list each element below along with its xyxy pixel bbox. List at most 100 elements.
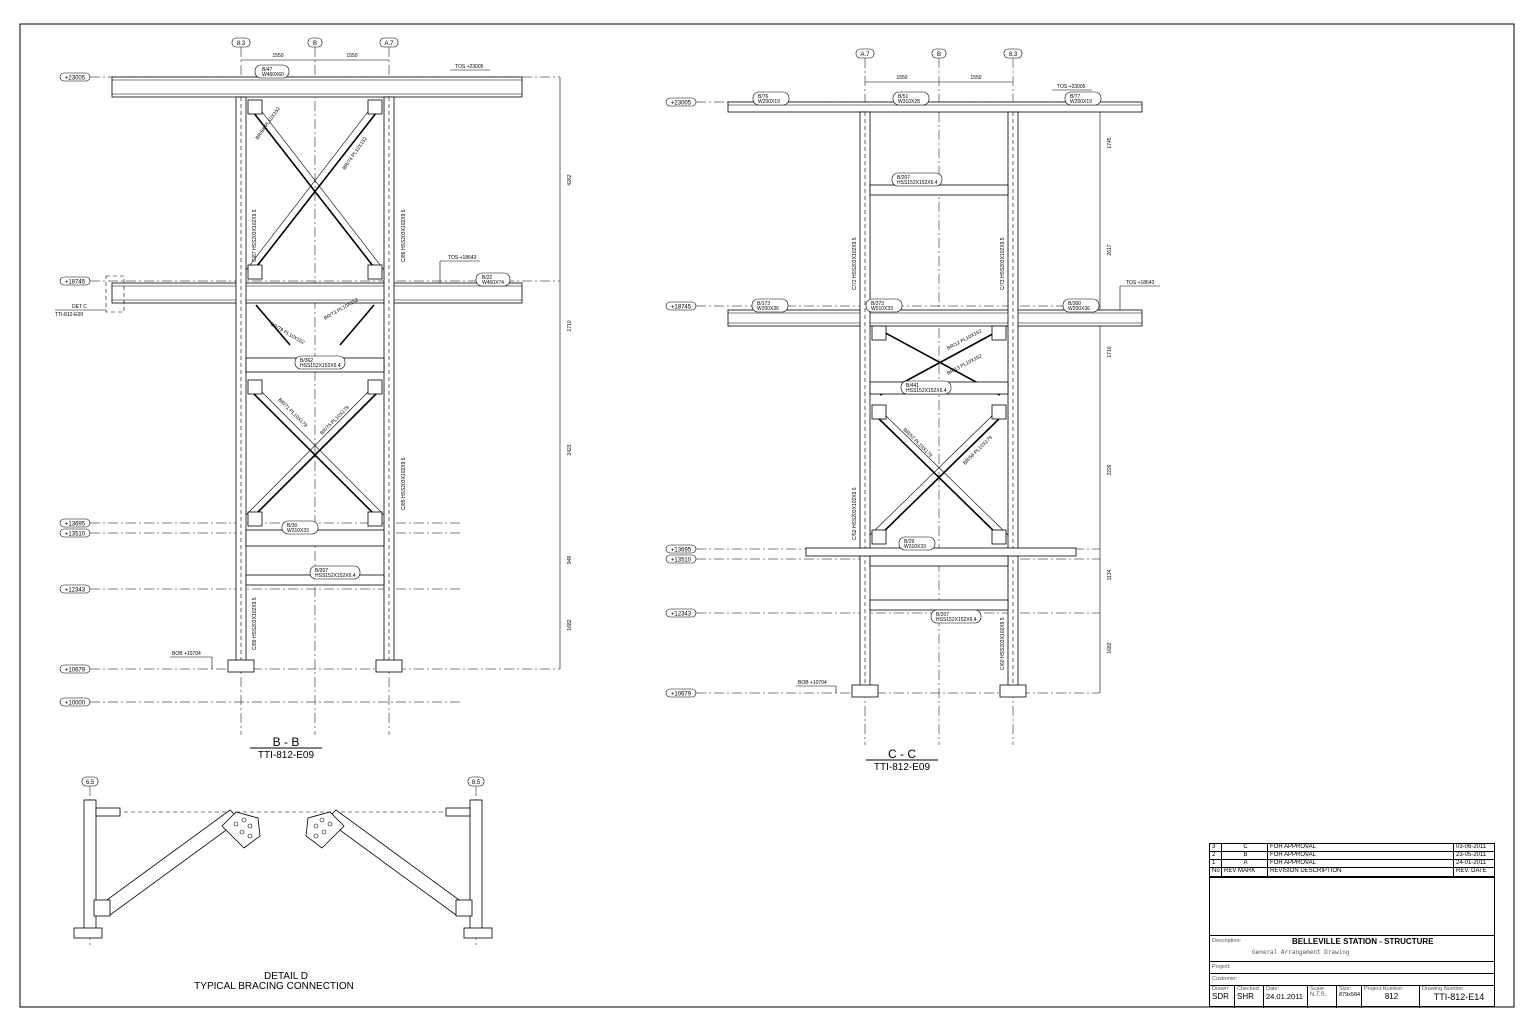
title-block: 3 C FOR APPROVAL 03-06-2011 2 B FOR APPR… xyxy=(1209,843,1496,1008)
customer-row: Customer: xyxy=(1210,974,1494,986)
bb-detail-c-box xyxy=(105,275,125,313)
cc-spacing-dim: 1550 xyxy=(896,75,907,81)
cc-column-tag: C/52 HSS203X102X9.5 xyxy=(852,487,858,540)
detail-bolts xyxy=(233,817,333,839)
cc-member-tag: B/29 W310X33 xyxy=(898,536,936,551)
revision-description: FOR APPROVAL xyxy=(1268,844,1454,851)
cc-member-tag: B/51 W310X28 xyxy=(892,91,930,106)
cc-grid-label: B xyxy=(937,52,941,58)
project-number-label: Project Number: xyxy=(1364,986,1404,992)
cc-mid-beam xyxy=(727,309,1143,327)
cc-member-size: W200X36 xyxy=(1068,306,1090,312)
cc-level-23005: +23005 xyxy=(671,101,692,107)
scale-value: N.T.S. xyxy=(1310,992,1327,998)
bb-spacing-dim: 1550 xyxy=(272,53,283,59)
section-cc: A.7 B 8.3 1550 1550 +23005 +18745 +13695 xyxy=(665,48,1160,773)
detail-grid-bubble-1: 6.5 xyxy=(81,776,99,787)
cc-member-size: W310X33 xyxy=(904,544,926,550)
drawn-cell: Drawn: SDR xyxy=(1210,986,1235,1008)
checked-label: Checked: xyxy=(1237,986,1261,992)
revision-no: 3 xyxy=(1210,844,1222,851)
checked-value: SHR xyxy=(1237,992,1254,1001)
cc-member-tag: B/441 HSS152X152X6.4 xyxy=(900,380,952,395)
project-label: Project: xyxy=(1212,964,1231,970)
cc-brace xyxy=(874,414,1004,541)
cc-tos-mid: TOS +18643 xyxy=(1126,280,1155,286)
bb-brace xyxy=(249,389,381,521)
detail-title: DETAIL D xyxy=(264,971,308,982)
revision-header: No REV MARK REVISION DESCRIPTION REV. DA… xyxy=(1210,868,1494,878)
bb-det-c-ref: TTI-812-E09 xyxy=(55,312,83,318)
cc-member-mark: B/77 xyxy=(1070,94,1081,100)
cc-member-mark: B/373 xyxy=(871,301,884,307)
revision-mark: A xyxy=(1222,860,1268,867)
revision-description: FOR APPROVAL xyxy=(1268,860,1454,867)
bb-member-mark: B/30 xyxy=(287,523,298,529)
revision-header-mark: REV MARK xyxy=(1222,868,1268,876)
cc-view-ref: TTI-812-E09 xyxy=(874,762,931,773)
cc-beam-b29 xyxy=(869,555,1009,567)
drawn-label: Drawn: xyxy=(1212,986,1230,992)
revision-row: 3 C FOR APPROVAL 03-06-2011 xyxy=(1210,844,1494,852)
bb-grid-bubble-1: 8.3 xyxy=(231,37,251,48)
bb-member-mark: B/207 xyxy=(315,568,328,574)
bb-member-tag: B/207 HSS152X152X6.4 xyxy=(309,565,361,580)
bb-member-tag: B/30 W310X33 xyxy=(281,520,319,535)
bb-vdim: 1710 xyxy=(567,320,573,331)
cc-member-tag: B/76 W200X19 xyxy=(752,91,790,106)
date-value: 24.01.2011 xyxy=(1266,992,1303,1001)
bb-det-c-label: DET C xyxy=(72,304,87,310)
bb-grid-label: 8.3 xyxy=(237,41,246,47)
bb-member-tag: B/362 HSS152X152X6.4 xyxy=(294,355,346,370)
cc-grid-bubble-2: B xyxy=(931,48,947,59)
drawing-number-cell: Drawing Number: TTI-812-E14 xyxy=(1420,986,1496,1008)
cc-cantilever-beam xyxy=(805,547,1077,557)
bb-level-13695: +13695 xyxy=(65,522,86,528)
drawing-subdescription: General Arrangement Drawing xyxy=(1252,949,1350,956)
cc-brace-tag: BR/52 PL10X179 xyxy=(902,427,934,459)
cc-base-plate xyxy=(999,684,1027,698)
cc-vdim: 2617 xyxy=(1107,244,1113,255)
cc-member-tag: B/207 HSS152X152X6.4 xyxy=(891,172,943,187)
cc-member-mark: B/173 xyxy=(757,301,770,307)
bb-gussets xyxy=(247,99,383,527)
drawing-number-label: Drawing Number: xyxy=(1422,986,1465,992)
bb-grid-label: A.7 xyxy=(384,41,394,47)
bb-member-mark: B/47 xyxy=(262,67,273,73)
section-bb: 8.3 B A.7 1550 1550 +23005 +18745 +13695 xyxy=(55,37,573,761)
revision-description: FOR APPROVAL xyxy=(1268,852,1454,859)
cc-member-size: HSS152X152X6.4 xyxy=(897,180,938,186)
cc-member-size: W510X33 xyxy=(871,306,893,312)
revision-mark: B xyxy=(1222,852,1268,859)
bb-member-mark: B/362 xyxy=(300,358,313,364)
logo-area xyxy=(1210,878,1494,936)
detail-grid-label: 8.5 xyxy=(472,780,481,786)
cc-level-12343: +12343 xyxy=(671,612,692,618)
cc-view-title: C - C xyxy=(888,747,916,761)
cc-vdim: 1710 xyxy=(1107,346,1113,357)
bb-bob-label: BOB +10704 xyxy=(172,651,201,657)
bb-mid-beam xyxy=(111,282,523,304)
cc-vdim: 1745 xyxy=(1107,137,1113,148)
bb-member-size: W460X74 xyxy=(482,280,504,286)
bb-column-tag: C/89 HSS203X102X9.5 xyxy=(252,597,258,650)
bb-grid-bubble-3: A.7 xyxy=(379,37,399,48)
bb-column-tag: C/85 HSS203X102X9.5 xyxy=(401,457,407,510)
checked-cell: Checked: SHR xyxy=(1235,986,1264,1008)
bb-brace-tag: BR/74 PL10X152 xyxy=(342,136,369,171)
bb-view-ref: TTI-812-E09 xyxy=(258,750,315,761)
description-row: Description: BELLEVILLE STATION - STRUCT… xyxy=(1210,936,1494,962)
cc-member-tag: B/300 W200X36 xyxy=(1062,298,1100,313)
cc-member-mark: B/51 xyxy=(898,94,909,100)
bb-level-10679: +10679 xyxy=(65,668,86,674)
cc-top-beam xyxy=(727,101,1143,113)
bb-base-plate xyxy=(375,659,403,673)
sheet-border xyxy=(19,23,1515,1008)
bb-vdim: 3423 xyxy=(567,444,573,455)
detail-grid-label: 6.5 xyxy=(86,780,95,786)
revision-header-no: No xyxy=(1210,868,1222,876)
bb-vdim: 1682 xyxy=(567,619,573,630)
drawing-number-value: TTI-812-E14 xyxy=(1433,992,1485,1002)
project-row: Project: xyxy=(1210,962,1494,974)
